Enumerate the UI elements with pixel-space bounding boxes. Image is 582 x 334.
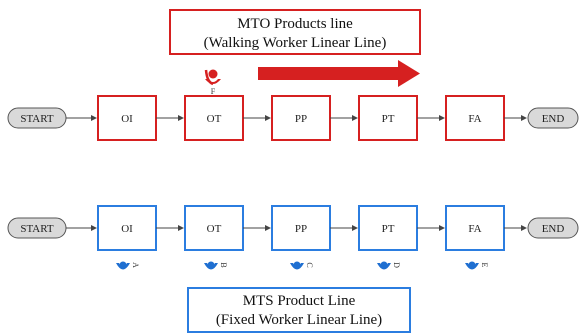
mto-line: START OI OT PP PT FA END [7,95,579,141]
mto-end-label: END [542,113,565,125]
mto-station-oi-label: OI [121,113,133,125]
worker-label-b: B [219,262,228,267]
mto-station-ot [184,95,244,141]
walking-worker: F [204,69,221,96]
mts-line: START OI OT PP PT FA END [7,205,579,251]
mts-station-oi-label: OI [121,223,133,235]
mts-station-pt-label: PT [382,223,395,235]
mto-station-oi [97,95,157,141]
mts-station-ot [184,205,244,251]
worker-icon [377,261,391,270]
worker-icon [204,261,218,270]
worker-icon [204,69,221,86]
mts-title-line1: MTS Product Line [243,293,356,309]
mto-station-pp-label: PP [295,113,307,125]
worker-label-a: A [131,262,140,268]
mto-title-line2: (Walking Worker Linear Line) [204,35,387,51]
worker-label-c: C [305,262,314,267]
mto-title-line1: MTO Products line [237,16,353,32]
mts-start-label: START [20,223,54,235]
mto-station-pt [358,95,418,141]
walking-worker-label: F [211,87,216,96]
mts-station-ot-label: OT [207,223,222,235]
mto-station-fa-label: FA [468,113,481,125]
mts-station-fa [445,205,505,251]
worker-label-d: D [392,262,401,268]
fixed-workers: A B C D E [116,261,489,270]
mts-end-label: END [542,223,565,235]
mts-station-pp-label: PP [295,223,307,235]
worker-icon [465,261,479,270]
mts-title-box: MTS Product Line (Fixed Worker Linear Li… [187,287,411,333]
mto-start-label: START [20,113,54,125]
mto-station-ot-label: OT [207,113,222,125]
mto-station-pt-label: PT [382,113,395,125]
mts-station-oi [97,205,157,251]
mts-station-fa-label: FA [468,223,481,235]
worker-label-e: E [480,263,489,268]
mts-station-pt [358,205,418,251]
arrow-right-icon [258,60,420,87]
mto-title-box: MTO Products line (Walking Worker Linear… [169,9,421,55]
worker-icon [290,261,304,270]
mto-station-fa [445,95,505,141]
mto-station-pp [271,95,331,141]
mts-title-line2: (Fixed Worker Linear Line) [216,312,382,328]
worker-icon [116,261,130,270]
